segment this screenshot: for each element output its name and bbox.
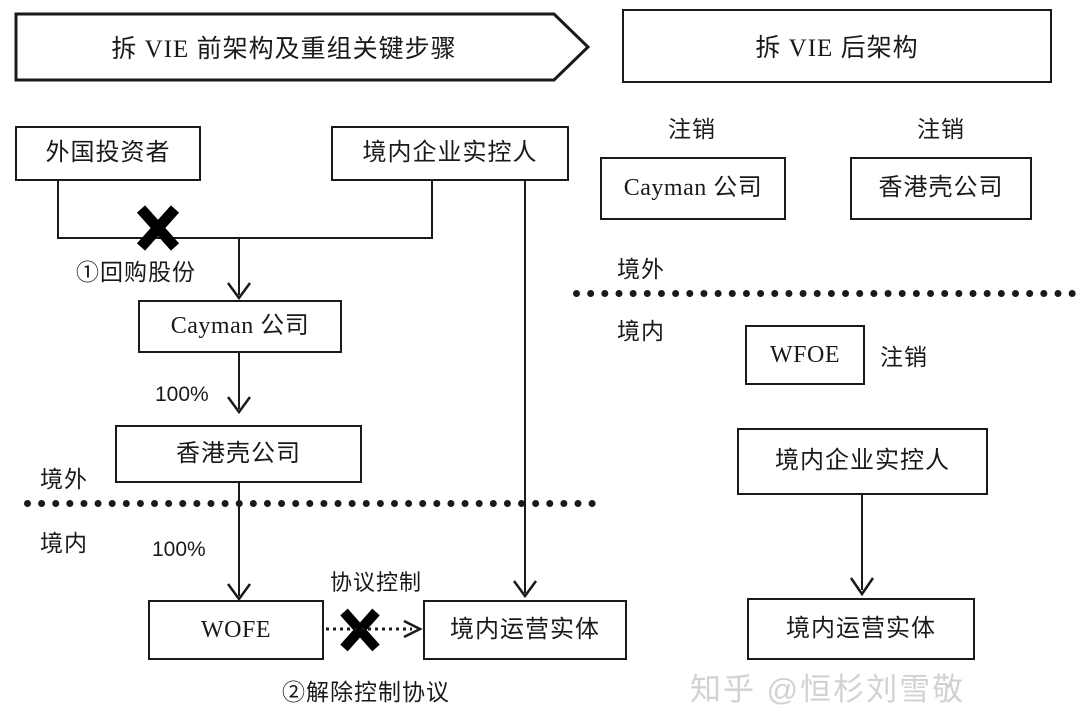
line-hk-to-wofe	[238, 483, 240, 596]
box-right-cayman-label: Cayman 公司	[623, 175, 763, 202]
line-foreign-investor-down	[57, 181, 59, 239]
label-cancel-hk: 注销	[917, 117, 965, 142]
line-controller-down-to-junction	[431, 181, 433, 239]
label-pct-hk-wofe: 100%	[152, 538, 206, 561]
box-left-wofe-label: WOFE	[201, 616, 271, 643]
label-left-onshore: 境内	[40, 531, 88, 556]
line-top-horizontal	[57, 237, 433, 239]
label-left-offshore: 境外	[40, 467, 88, 492]
box-right-domestic-controller-label: 境内企业实控人	[775, 448, 950, 475]
label-step1-buyback: ①回购股份	[76, 260, 196, 285]
box-right-wfoe-label: WFOE	[770, 341, 840, 368]
label-right-onshore: 境内	[617, 319, 665, 344]
box-right-cayman: Cayman 公司	[600, 157, 786, 220]
box-left-domestic-opco: 境内运营实体	[423, 600, 627, 660]
box-left-domestic-opco-label: 境内运营实体	[450, 616, 600, 643]
box-right-domestic-opco-label: 境内运营实体	[786, 615, 936, 642]
line-junction-to-cayman	[238, 237, 240, 295]
line-controller-to-opco	[524, 181, 526, 593]
left-banner-arrow: 拆 VIE 前架构及重组关键步骤	[14, 12, 590, 82]
box-foreign-investor-label: 外国投资者	[45, 140, 171, 167]
box-left-wofe: WOFE	[148, 600, 324, 660]
box-foreign-investor: 外国投资者	[15, 126, 201, 181]
label-pct-cayman-hk: 100%	[155, 383, 209, 406]
label-right-offshore: 境外	[617, 257, 665, 282]
box-right-hk-shell: 香港壳公司	[850, 157, 1032, 220]
box-left-cayman-label: Cayman 公司	[170, 313, 310, 340]
line-cayman-to-hk	[238, 353, 240, 409]
divider-right-offshore-onshore	[573, 290, 1076, 297]
label-cancel-cayman: 注销	[668, 117, 716, 142]
divider-left-offshore-onshore	[24, 500, 596, 507]
label-vie-agreement: 协议控制	[330, 570, 423, 595]
box-left-domestic-controller: 境内企业实控人	[331, 126, 569, 181]
label-cancel-wfoe: 注销	[880, 345, 928, 370]
box-right-domestic-controller: 境内企业实控人	[737, 428, 988, 495]
box-left-cayman: Cayman 公司	[138, 300, 342, 353]
box-left-hk-shell: 香港壳公司	[115, 425, 362, 483]
cross-mark-agreement-icon	[338, 608, 382, 652]
right-banner-box: 拆 VIE 后架构	[622, 9, 1052, 83]
label-step2-terminate: ②解除控制协议	[282, 680, 450, 705]
right-banner-label: 拆 VIE 后架构	[755, 35, 919, 62]
box-left-domestic-controller-label: 境内企业实控人	[362, 140, 538, 167]
cross-mark-buyback-icon	[134, 204, 182, 252]
watermark: 知乎 @恒杉刘雪敬	[690, 672, 966, 707]
left-banner-label: 拆 VIE 前架构及重组关键步骤	[111, 36, 457, 63]
box-right-domestic-opco: 境内运营实体	[747, 598, 975, 660]
box-left-hk-shell-label: 香港壳公司	[176, 440, 301, 467]
box-right-hk-shell-label: 香港壳公司	[878, 175, 1004, 202]
box-right-wfoe: WFOE	[745, 325, 865, 385]
line-right-controller-to-opco	[861, 495, 863, 590]
